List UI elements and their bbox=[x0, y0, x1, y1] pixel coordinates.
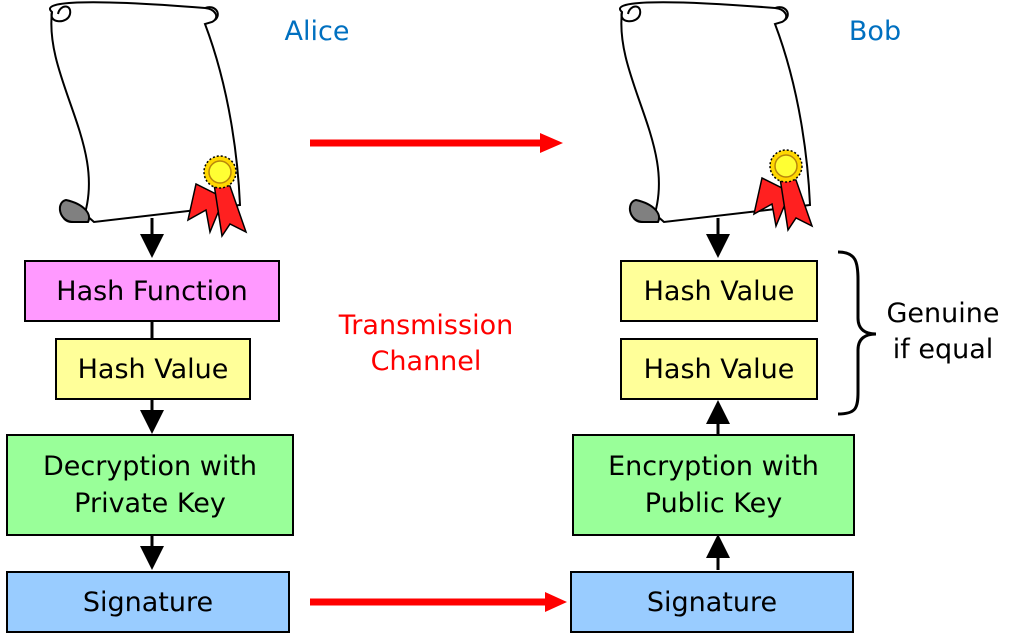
alice-label: Alice bbox=[284, 16, 350, 47]
alice-hash-value-box: Hash Value bbox=[55, 338, 251, 400]
alice-signature-box: Signature bbox=[6, 571, 290, 633]
signature-transmission-arrow bbox=[310, 592, 567, 612]
bob-label: Bob bbox=[848, 16, 902, 47]
transmission-channel-label: Transmission Channel bbox=[338, 310, 514, 377]
document-transmission-arrow bbox=[310, 133, 563, 153]
bob-signature-box: Signature bbox=[570, 571, 854, 633]
alice-decryption-box: Decryption with Private Key bbox=[6, 434, 294, 536]
bob-hash-value-top-box: Hash Value bbox=[620, 260, 818, 322]
bob-hash-value-bottom-box: Hash Value bbox=[620, 338, 818, 400]
equality-brace bbox=[837, 250, 877, 416]
bob-encryption-box: Encryption with Public Key bbox=[572, 434, 855, 536]
alice-document-icon bbox=[48, 1, 247, 237]
genuine-if-equal-label: Genuine if equal bbox=[886, 298, 1000, 365]
alice-hash-function-box: Hash Function bbox=[24, 260, 280, 322]
bob-document-icon bbox=[618, 1, 813, 231]
